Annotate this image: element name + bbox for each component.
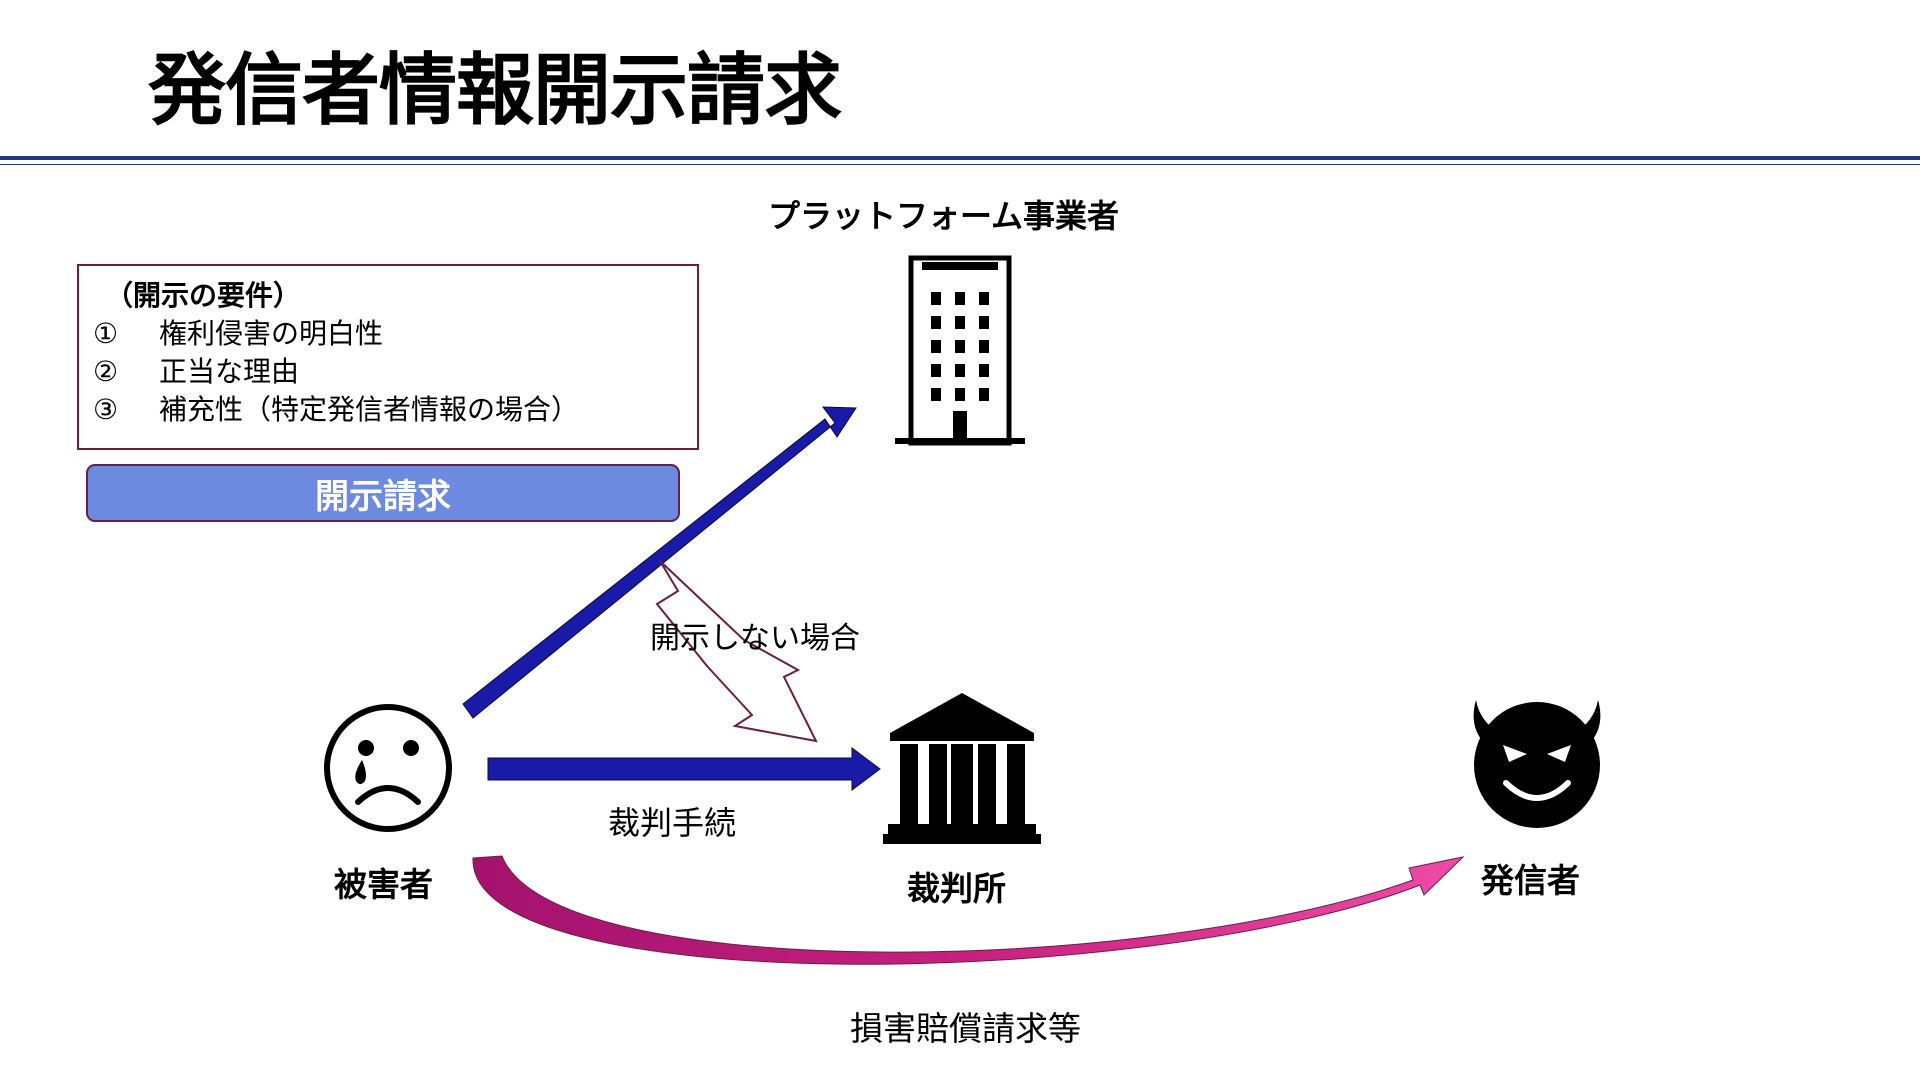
courthouse-icon xyxy=(883,693,1041,844)
page-title: 発信者情報開示請求 xyxy=(148,46,842,136)
office-building-icon xyxy=(895,255,1025,446)
court-label: 裁判所 xyxy=(907,869,1006,908)
victim-label: 被害者 xyxy=(334,865,433,904)
requirements-box: （開示の要件） ① 権利侵害の明白性 ② 正当な理由 ③ 補充性（特定発信者情報の場合… xyxy=(77,264,699,450)
requirement-number: ① xyxy=(93,317,119,350)
requirement-item: ① 権利侵害の明白性 xyxy=(93,312,383,352)
disclosure-request-label: 開示請求 xyxy=(86,464,680,522)
requirement-item: ② 正当な理由 xyxy=(93,350,299,390)
requirement-item: ③ 補充性（特定発信者情報の場合） xyxy=(93,388,579,428)
arrow-victim-to-platform xyxy=(462,406,857,719)
trial-label: 裁判手続 xyxy=(608,804,737,842)
requirement-text: 正当な理由 xyxy=(159,355,300,388)
requirement-number: ③ xyxy=(93,393,119,426)
devil-face-icon xyxy=(1473,700,1601,828)
arrow-victim-to-court xyxy=(487,747,881,791)
arrow-non-disclosure xyxy=(655,560,818,743)
sender-label: 発信者 xyxy=(1481,861,1580,900)
arrow-victim-to-sender xyxy=(472,855,1465,965)
requirement-number: ② xyxy=(93,355,119,388)
title-divider xyxy=(0,156,1920,160)
platform-label: プラットフォーム事業者 xyxy=(768,197,1120,235)
non-disclosure-label: 開示しない場合 xyxy=(650,621,860,656)
requirement-text: 権利侵害の明白性 xyxy=(159,317,384,350)
requirement-text: 補充性（特定発信者情報の場合） xyxy=(159,393,580,426)
requirements-heading: （開示の要件） xyxy=(105,279,302,312)
damages-claim-label: 損害賠償請求等 xyxy=(850,1009,1081,1048)
title-divider-thin xyxy=(0,164,1920,165)
crying-face-icon xyxy=(324,704,452,832)
